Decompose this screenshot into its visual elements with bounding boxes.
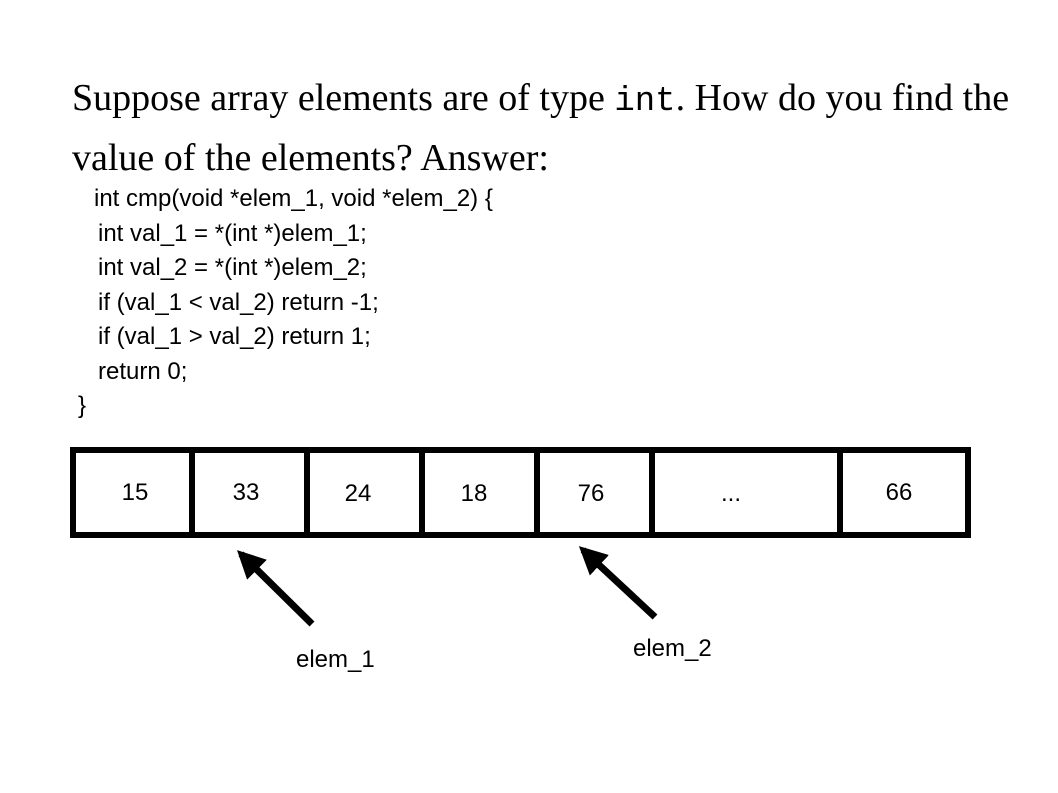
array-cell-value: 18 xyxy=(461,480,488,507)
code-line-val2: int val_2 = *(int *)elem_2; xyxy=(98,254,367,281)
array-cell-value: 66 xyxy=(886,479,913,506)
array-cell-value: 15 xyxy=(122,479,149,506)
code-line-less: if (val_1 < val_2) return -1; xyxy=(98,288,379,316)
question-text: Suppose array elements are of type int. … xyxy=(72,70,1032,186)
int-keyword: int xyxy=(614,83,676,121)
pointer-label: elem_1 xyxy=(296,646,375,673)
array-cell-value: 24 xyxy=(345,480,372,507)
pointer-elem-2: elem_2 xyxy=(578,546,712,662)
pointer-label: elem_2 xyxy=(633,635,712,662)
code-line-signature: int cmp(void *elem_1, void *elem_2) { xyxy=(94,185,493,212)
code-line-val1: int val_1 = *(int *)elem_1; xyxy=(98,219,367,247)
array-cell-value: 33 xyxy=(233,479,260,506)
code-line-greater: if (val_1 > val_2) return 1; xyxy=(98,323,371,350)
code-line-return: return 0; xyxy=(98,357,188,385)
question-part-2: . How do you find the value of the eleme… xyxy=(72,77,1010,179)
arrow-icon xyxy=(578,546,658,620)
pointer-elem-1: elem_1 xyxy=(237,550,375,673)
code-line-close-brace: } xyxy=(78,392,87,419)
question-part-1: Suppose array elements are of type xyxy=(72,77,615,119)
array-box: 15 33 24 18 76 ... 66 xyxy=(70,447,971,538)
arrow-icon xyxy=(237,550,315,627)
array-cell-value: ... xyxy=(721,480,741,507)
array-outline xyxy=(70,447,971,538)
code-block: int cmp(void *elem_1, void *elem_2) { in… xyxy=(78,182,493,424)
array-cell-value: 76 xyxy=(578,480,605,507)
